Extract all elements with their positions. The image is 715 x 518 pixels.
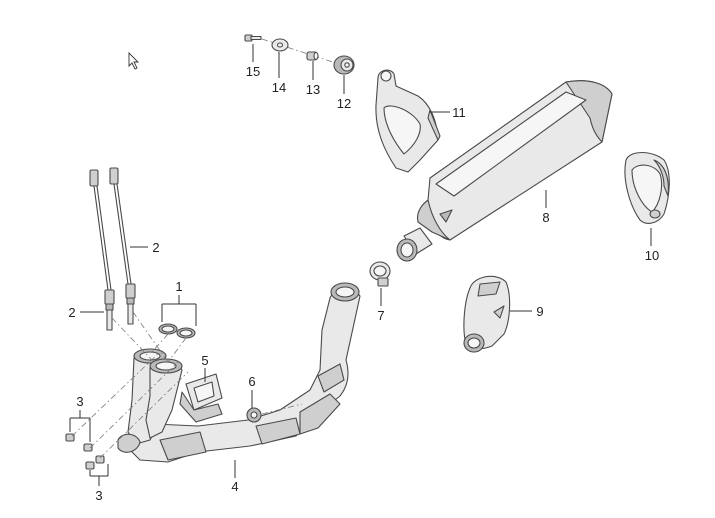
callout-12: 12 — [337, 96, 351, 111]
exhaust-pipe-part-4 — [125, 282, 361, 463]
header-tubes — [117, 348, 183, 453]
bolt-part-15 — [244, 34, 262, 42]
callout-2-lower: 2 — [68, 305, 75, 320]
muffler-bracket-part-11 — [375, 69, 441, 173]
callout-2-upper: 2 — [152, 240, 159, 255]
muffler-part-8 — [396, 80, 613, 262]
callout-7: 7 — [377, 308, 384, 323]
lambda-sensor-left — [89, 169, 115, 331]
callout-1: 1 — [175, 279, 182, 294]
callout-4: 4 — [231, 479, 238, 494]
lambda-sensor-right — [109, 167, 136, 325]
washer-part-14 — [271, 38, 289, 52]
spacer-part-13 — [306, 51, 319, 61]
callout-10: 10 — [645, 248, 659, 263]
callout-11: 11 — [452, 105, 466, 120]
rubber-mount-part-12 — [333, 55, 355, 75]
heat-shield-part-9 — [463, 275, 511, 353]
callout-5: 5 — [201, 353, 208, 368]
callout-8: 8 — [542, 210, 549, 225]
actuator-part-5 — [179, 373, 223, 423]
nut-part-3 — [65, 433, 105, 470]
callout-6: 6 — [248, 374, 255, 389]
gasket-part-1 — [158, 323, 196, 339]
callout-14: 14 — [272, 80, 286, 95]
callout-3-lower: 3 — [95, 488, 102, 503]
mouse-pointer-icon — [128, 51, 140, 70]
clamp-part-7 — [369, 261, 391, 287]
end-cap-part-10 — [624, 151, 670, 224]
callout-3-upper: 3 — [76, 394, 83, 409]
assembly-axes — [71, 311, 189, 459]
callout-9: 9 — [536, 304, 543, 319]
callout-15: 15 — [246, 64, 260, 79]
callout-13: 13 — [306, 82, 320, 97]
grommet-part-6 — [246, 407, 262, 423]
leader-lines — [69, 44, 652, 486]
